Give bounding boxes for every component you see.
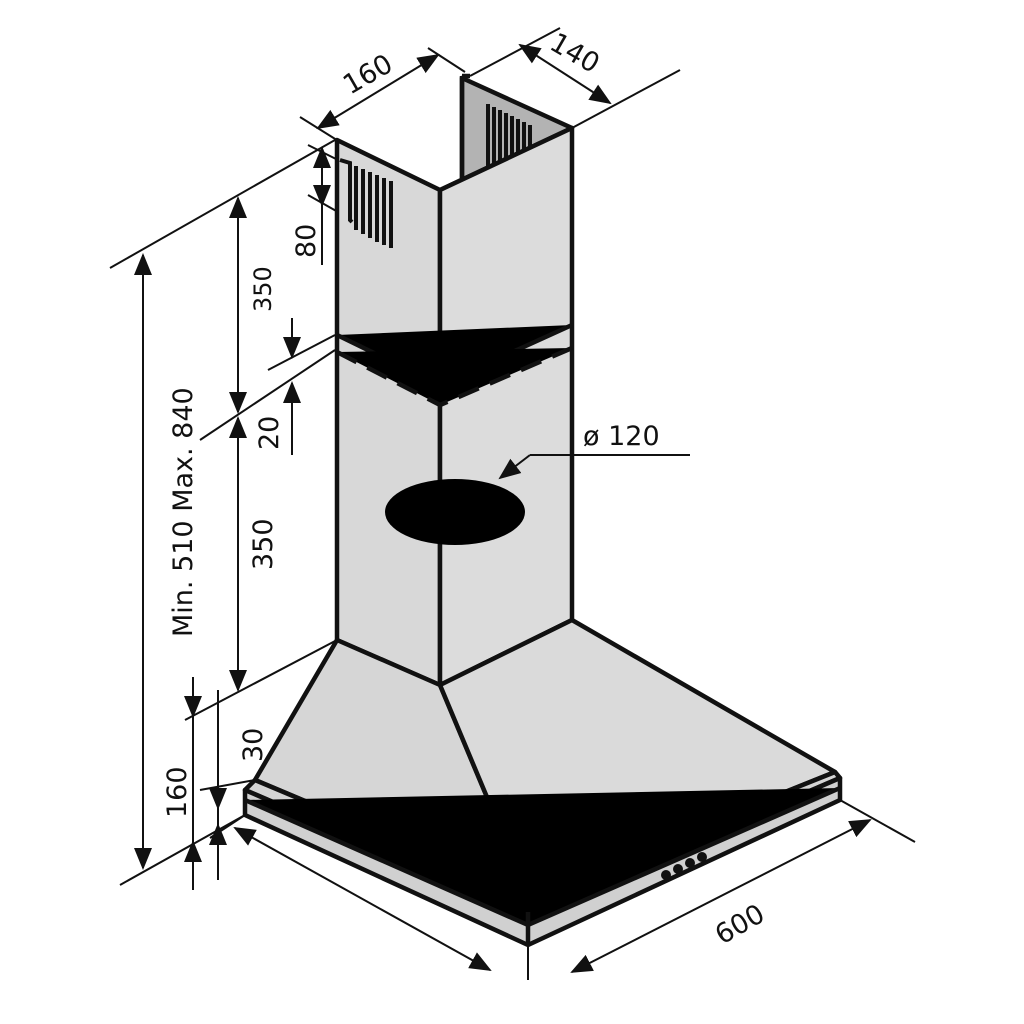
label-hood-width: 600 (710, 898, 770, 951)
hood-canopy (242, 617, 843, 948)
vent-slots-back (486, 104, 532, 168)
label-vent-height: 80 (291, 224, 322, 258)
label-upper-chimney: 350 (249, 266, 277, 312)
label-overlap: 20 (254, 416, 285, 450)
label-hood-height: 160 (162, 766, 193, 818)
dim-chimney-width (316, 53, 440, 130)
chimney-left-face (334, 137, 443, 688)
dim-width-left (233, 827, 492, 971)
control-button (661, 870, 671, 880)
label-lower-chimney: 350 (248, 518, 279, 570)
vent-slots-left (339, 158, 393, 248)
dimension-labels: 160 140 80 350 20 350 Min. 510 Max. 840 … (162, 27, 770, 951)
chimney-overlap-dashed (335, 345, 573, 408)
dim-width-right (570, 819, 872, 973)
exhaust-outlet-hole (385, 479, 525, 545)
control-button (685, 858, 695, 868)
chimney-right-face (437, 125, 575, 688)
label-total-height: Min. 510 Max. 840 (168, 387, 199, 637)
chimney (334, 73, 575, 688)
dimension-lines (134, 43, 872, 973)
label-rim-height: 30 (238, 728, 269, 762)
label-chimney-width: 160 (338, 48, 398, 101)
label-chimney-depth: 140 (545, 27, 605, 80)
control-button (697, 852, 707, 862)
outlet-leader (498, 454, 531, 480)
label-outlet-diameter: ø 120 (583, 421, 660, 452)
dim-chimney-depth (518, 43, 612, 105)
control-button (673, 864, 683, 874)
